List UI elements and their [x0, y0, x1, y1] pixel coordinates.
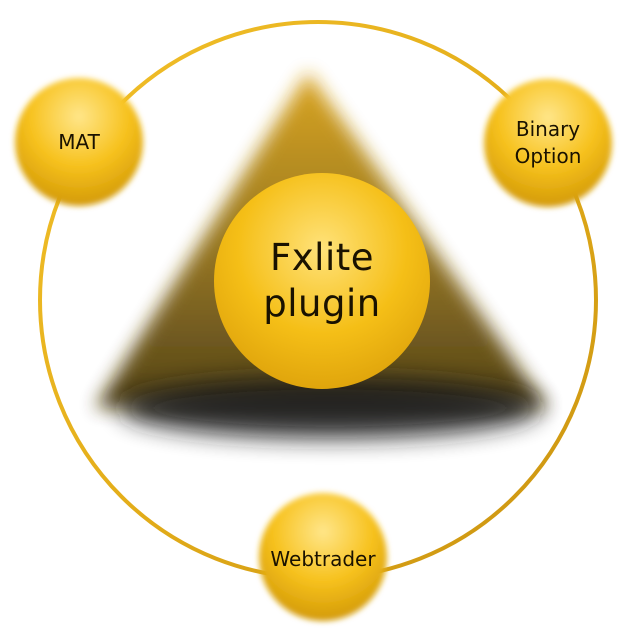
binary-option-label: Binary Option	[514, 117, 582, 168]
center-label: Fxlite plugin	[263, 236, 381, 325]
center-sphere	[214, 173, 430, 389]
mat-label: MAT	[58, 130, 100, 154]
binary-option-node	[484, 79, 612, 207]
webtrader-node	[259, 493, 387, 621]
shadow-ellipse	[120, 378, 540, 438]
webtrader-label: Webtrader	[270, 547, 376, 571]
mat-node	[15, 78, 143, 206]
